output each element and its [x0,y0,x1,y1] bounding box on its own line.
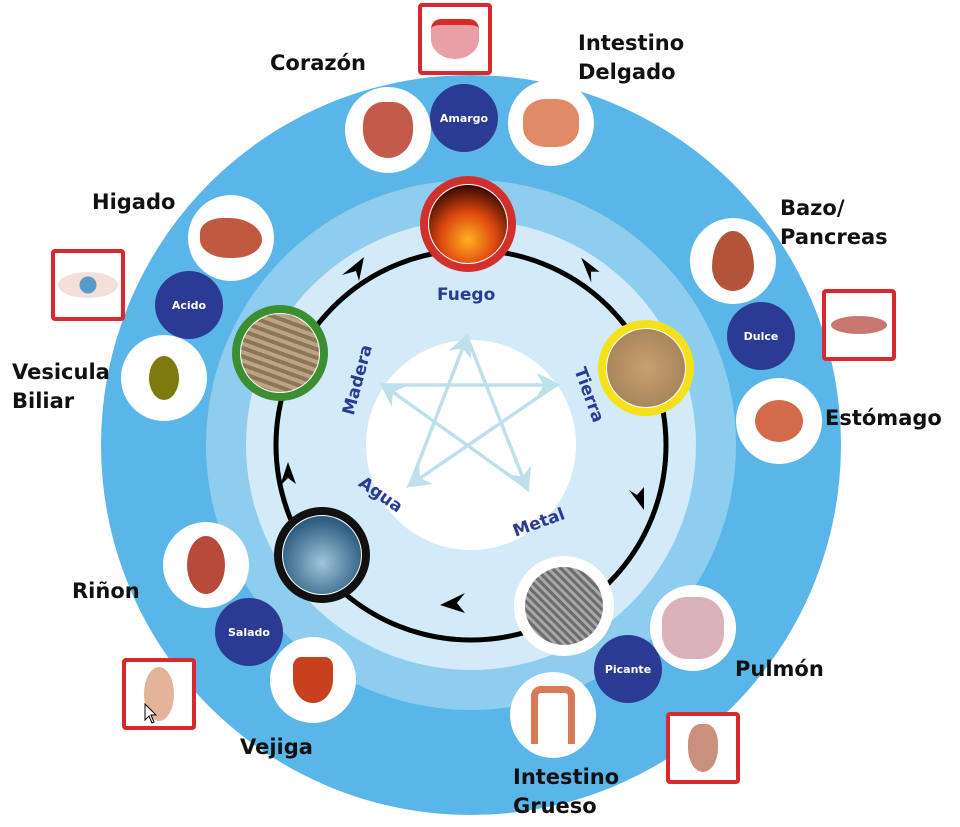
element-metal [514,556,614,656]
sense-box-eye [51,249,125,321]
element-tierra [598,320,694,416]
star-line [408,332,472,486]
element-label-fuego: Fuego [437,285,496,305]
cycle-arrowheads [280,257,644,613]
stomach-icon [736,378,822,464]
element-fuego [420,176,516,272]
label-vejiga: Vejiga [240,735,313,759]
large-intestine-icon [510,672,596,758]
label-estomago: Estómago [825,406,942,430]
tongue-icon [431,19,479,59]
sense-box-nose [666,712,740,784]
lips-icon [831,316,887,334]
water-icon [283,516,361,594]
gallbladder-icon [121,335,207,421]
wood-icon [241,314,319,392]
sense-box-lips [822,289,896,361]
heart-icon [345,87,431,173]
sense-box-tongue [418,3,492,75]
element-madera [232,305,328,401]
label-corazon: Corazón [270,51,366,75]
sense-box-ear [122,658,196,730]
lungs-icon [650,585,736,671]
taste-dulce: Dulce [727,302,795,370]
nose-icon [688,724,718,772]
taste-amargo: Amargo [430,84,498,152]
arrowhead-agua-madera [280,462,296,486]
mouse-cursor-icon [144,703,158,724]
metal-icon [525,567,603,645]
eye-icon [58,272,118,298]
bladder-icon [270,637,356,723]
label-intestino-delgado: Intestino Delgado [578,31,685,84]
element-agua [274,507,370,603]
star-line [405,383,557,488]
liver-icon [188,195,274,281]
arrowhead-tierra-metal [629,487,644,510]
fire-icon [429,185,507,263]
taste-acido: Acido [155,271,223,339]
spleen-icon [690,218,776,304]
earth-icon [607,329,685,407]
label-intestino-grueso: Intestino Grueso [513,765,620,818]
kidney-icon [163,522,249,608]
taste-picante: Picante [594,635,662,703]
arrowhead-fuego-tierra [581,257,600,283]
label-pulmon: Pulmón [735,657,824,681]
label-bazo-pancreas: Bazo/ Pancreas [780,196,888,249]
star-line [465,336,532,493]
label-higado: Higado [92,190,176,214]
star-line [379,382,529,490]
taste-salado: Salado [215,598,283,666]
small-intestine-icon [508,80,594,166]
label-vesicula-biliar: Vesicula Biliar [12,360,110,413]
control-star [379,332,561,493]
arrowhead-madera-fuego [342,257,364,281]
arrowhead-metal-agua [440,593,465,613]
label-rinon: Riñon [72,579,140,603]
